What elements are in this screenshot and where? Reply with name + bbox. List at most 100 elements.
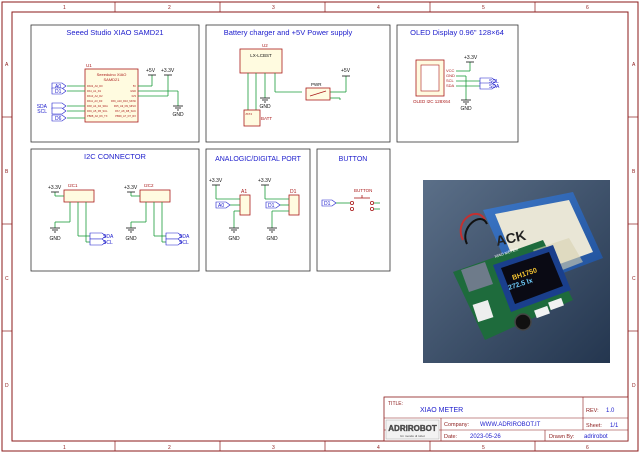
col-label-4: 4 — [377, 5, 380, 11]
xiao-left-pin: PA8_A4_D4_SDA — [87, 104, 108, 108]
rev-label: REV: — [586, 408, 599, 414]
i2c1-power-3v3: +3.3V — [48, 185, 62, 191]
port-a1-gnd: GND — [228, 236, 240, 242]
xiao-gnd: GND — [172, 112, 184, 118]
title-block: TITLE: XIAO METER REV: 1.0 Company: WWW.… — [383, 396, 629, 442]
drawn-label: Drawn By: — [549, 434, 575, 440]
col-label-1-bottom: 1 — [63, 445, 66, 451]
charger-ref: U2 — [262, 43, 268, 48]
sheet-label: Sheet: — [586, 423, 602, 429]
port-d1-connector — [288, 194, 300, 216]
port-a1-ref: A1 — [241, 189, 247, 195]
logo-text: ADRIROBOT — [388, 424, 437, 433]
panel-charger: Battery charger and +5V Power supply U2 … — [205, 24, 391, 143]
xiao-chip-name: Seeeduino XIAO — [97, 72, 127, 77]
port-net-a0: A0 — [218, 203, 224, 209]
logo-subtext: Un mondo di robot — [400, 434, 425, 438]
xiao-right-pin: PA5_A9_D9_MISO — [114, 104, 136, 108]
battery-case-text: ACK — [494, 227, 527, 249]
port-d1-gnd: GND — [266, 236, 278, 242]
row-label-a: A — [5, 62, 9, 68]
title-value: XIAO METER — [420, 407, 463, 414]
row-label-b-right: B — [632, 169, 636, 175]
xiao-chip-sub: SAMD21 — [103, 77, 120, 82]
oled-label: OLED I2C 128X64 — [413, 99, 451, 104]
date-label: Date: — [444, 434, 458, 440]
xiao-left-pin: PA11_A3_D3 — [87, 99, 103, 103]
panel-i2c-title: I2C CONNECTOR — [84, 152, 147, 161]
oled-pin-vcc: VCC — [446, 68, 455, 73]
col-label-6: 6 — [586, 5, 589, 11]
oled-net-scl: SCL — [489, 79, 499, 85]
push-button — [514, 313, 532, 331]
panel-port-title: ANALOGIC/DIGITAL PORT — [215, 156, 302, 163]
adrirobot-logo — [385, 419, 440, 440]
sensor-module — [472, 299, 494, 323]
xiao-chip — [84, 68, 139, 123]
oled-gnd: GND — [460, 106, 472, 112]
oled-pin-sda: SDA — [446, 83, 455, 88]
col-label-6-bottom: 6 — [586, 445, 589, 451]
xiao-left-pin: PA9_A5_D5_SCL — [87, 109, 108, 113]
pwr-switch — [305, 87, 331, 101]
panel-xiao: Seeed Studio XIAO SAMD21 U1 Seeeduino XI… — [30, 24, 200, 143]
col-label-4-bottom: 4 — [377, 445, 380, 451]
xiao-left-pin: PB08_A6_D6_TX — [87, 114, 108, 118]
i2c2-net-scl: SCL — [179, 240, 189, 246]
button-net-d1: D1 — [324, 201, 331, 207]
xiao-left-pin: PA4_A1_D1 — [87, 89, 102, 93]
net-label-d6: D6 — [55, 116, 62, 122]
panel-charger-title: Battery charger and +5V Power supply — [224, 28, 353, 37]
row-label-c-right: C — [632, 276, 636, 282]
xiao-right-pin: 3V3 — [131, 94, 136, 98]
oled-pin-scl: SCL — [446, 78, 455, 83]
i2c2-gnd: GND — [125, 236, 137, 242]
xiao-right-pin: PB09_A7_D7_RX — [115, 114, 136, 118]
xiao-right-pin: GND — [130, 89, 136, 93]
row-label-d-right: D — [632, 383, 636, 389]
col-label-2-bottom: 2 — [168, 445, 171, 451]
panel-i2c: I2C CONNECTOR I2C1 +3.3V GND SDA SCL — [30, 148, 200, 272]
col-label-3: 3 — [272, 5, 275, 11]
panel-oled-title: OLED Display 0.96" 128×64 — [410, 28, 504, 37]
title-label: TITLE: — [388, 401, 403, 407]
xiao-right-pin: PA7_A8_D8_SCK — [115, 109, 136, 113]
border-row-labels: A B C D A B C D — [2, 62, 638, 389]
xiao-left-pin: PA02_A0_D0 — [87, 84, 103, 88]
panel-port: ANALOGIC/DIGITAL PORT A1 A0 +3.3V GND D1 — [205, 148, 311, 272]
panel-xiao-title: Seeed Studio XIAO SAMD21 — [66, 28, 163, 37]
charger-power-5v: +5V — [341, 68, 351, 74]
pwr-switch-ref: PWR — [311, 82, 322, 87]
i2c1-net-scl: SCL — [103, 240, 113, 246]
charger-chip — [239, 48, 283, 74]
net-label-d1: D1 — [55, 89, 62, 95]
row-label-d: D — [5, 383, 9, 389]
port-net-d1: D1 — [268, 203, 275, 209]
charger-gnd: GND — [259, 104, 271, 110]
i2c2-net-sda: SDA — [179, 234, 190, 240]
row-label-b: B — [5, 169, 9, 175]
panel-button: BUTTON BUTTON D1 — [316, 148, 391, 272]
button-symbol — [349, 195, 374, 211]
xiao-right-pin: PA6_A10_D10_MOSI — [111, 99, 136, 103]
device-photo: ACK BH1750 272.5 lx XIAO METER — [423, 180, 610, 363]
panel-button-title: BUTTON — [339, 156, 368, 163]
col-label-2: 2 — [168, 5, 171, 11]
battery-ref2: JST4 — [245, 112, 252, 116]
border-column-labels: 1 2 3 4 5 6 1 2 3 4 5 6 — [63, 2, 589, 451]
panel-oled: OLED Display 0.96" 128×64 OLED I2C 128X6… — [396, 24, 519, 143]
row-label-c: C — [5, 276, 9, 282]
oled-pin-gnd: GND — [446, 73, 455, 78]
port-a1-connector — [239, 194, 251, 216]
i2c2-connector — [139, 189, 171, 203]
i2c1-net-sda: SDA — [103, 234, 114, 240]
xiao-ref: U1 — [86, 63, 92, 68]
date-value: 2023-05-26 — [470, 434, 501, 440]
battery-ref: BATT — [261, 116, 272, 121]
xiao-right-pin: 5V — [133, 84, 136, 88]
col-label-1: 1 — [63, 5, 66, 11]
net-label-scl: SCL — [37, 109, 47, 115]
port-a1-power-3v3: +3.3V — [209, 178, 223, 184]
rev-value: 1.0 — [606, 408, 615, 414]
net-label-sda: SDA — [37, 104, 48, 110]
